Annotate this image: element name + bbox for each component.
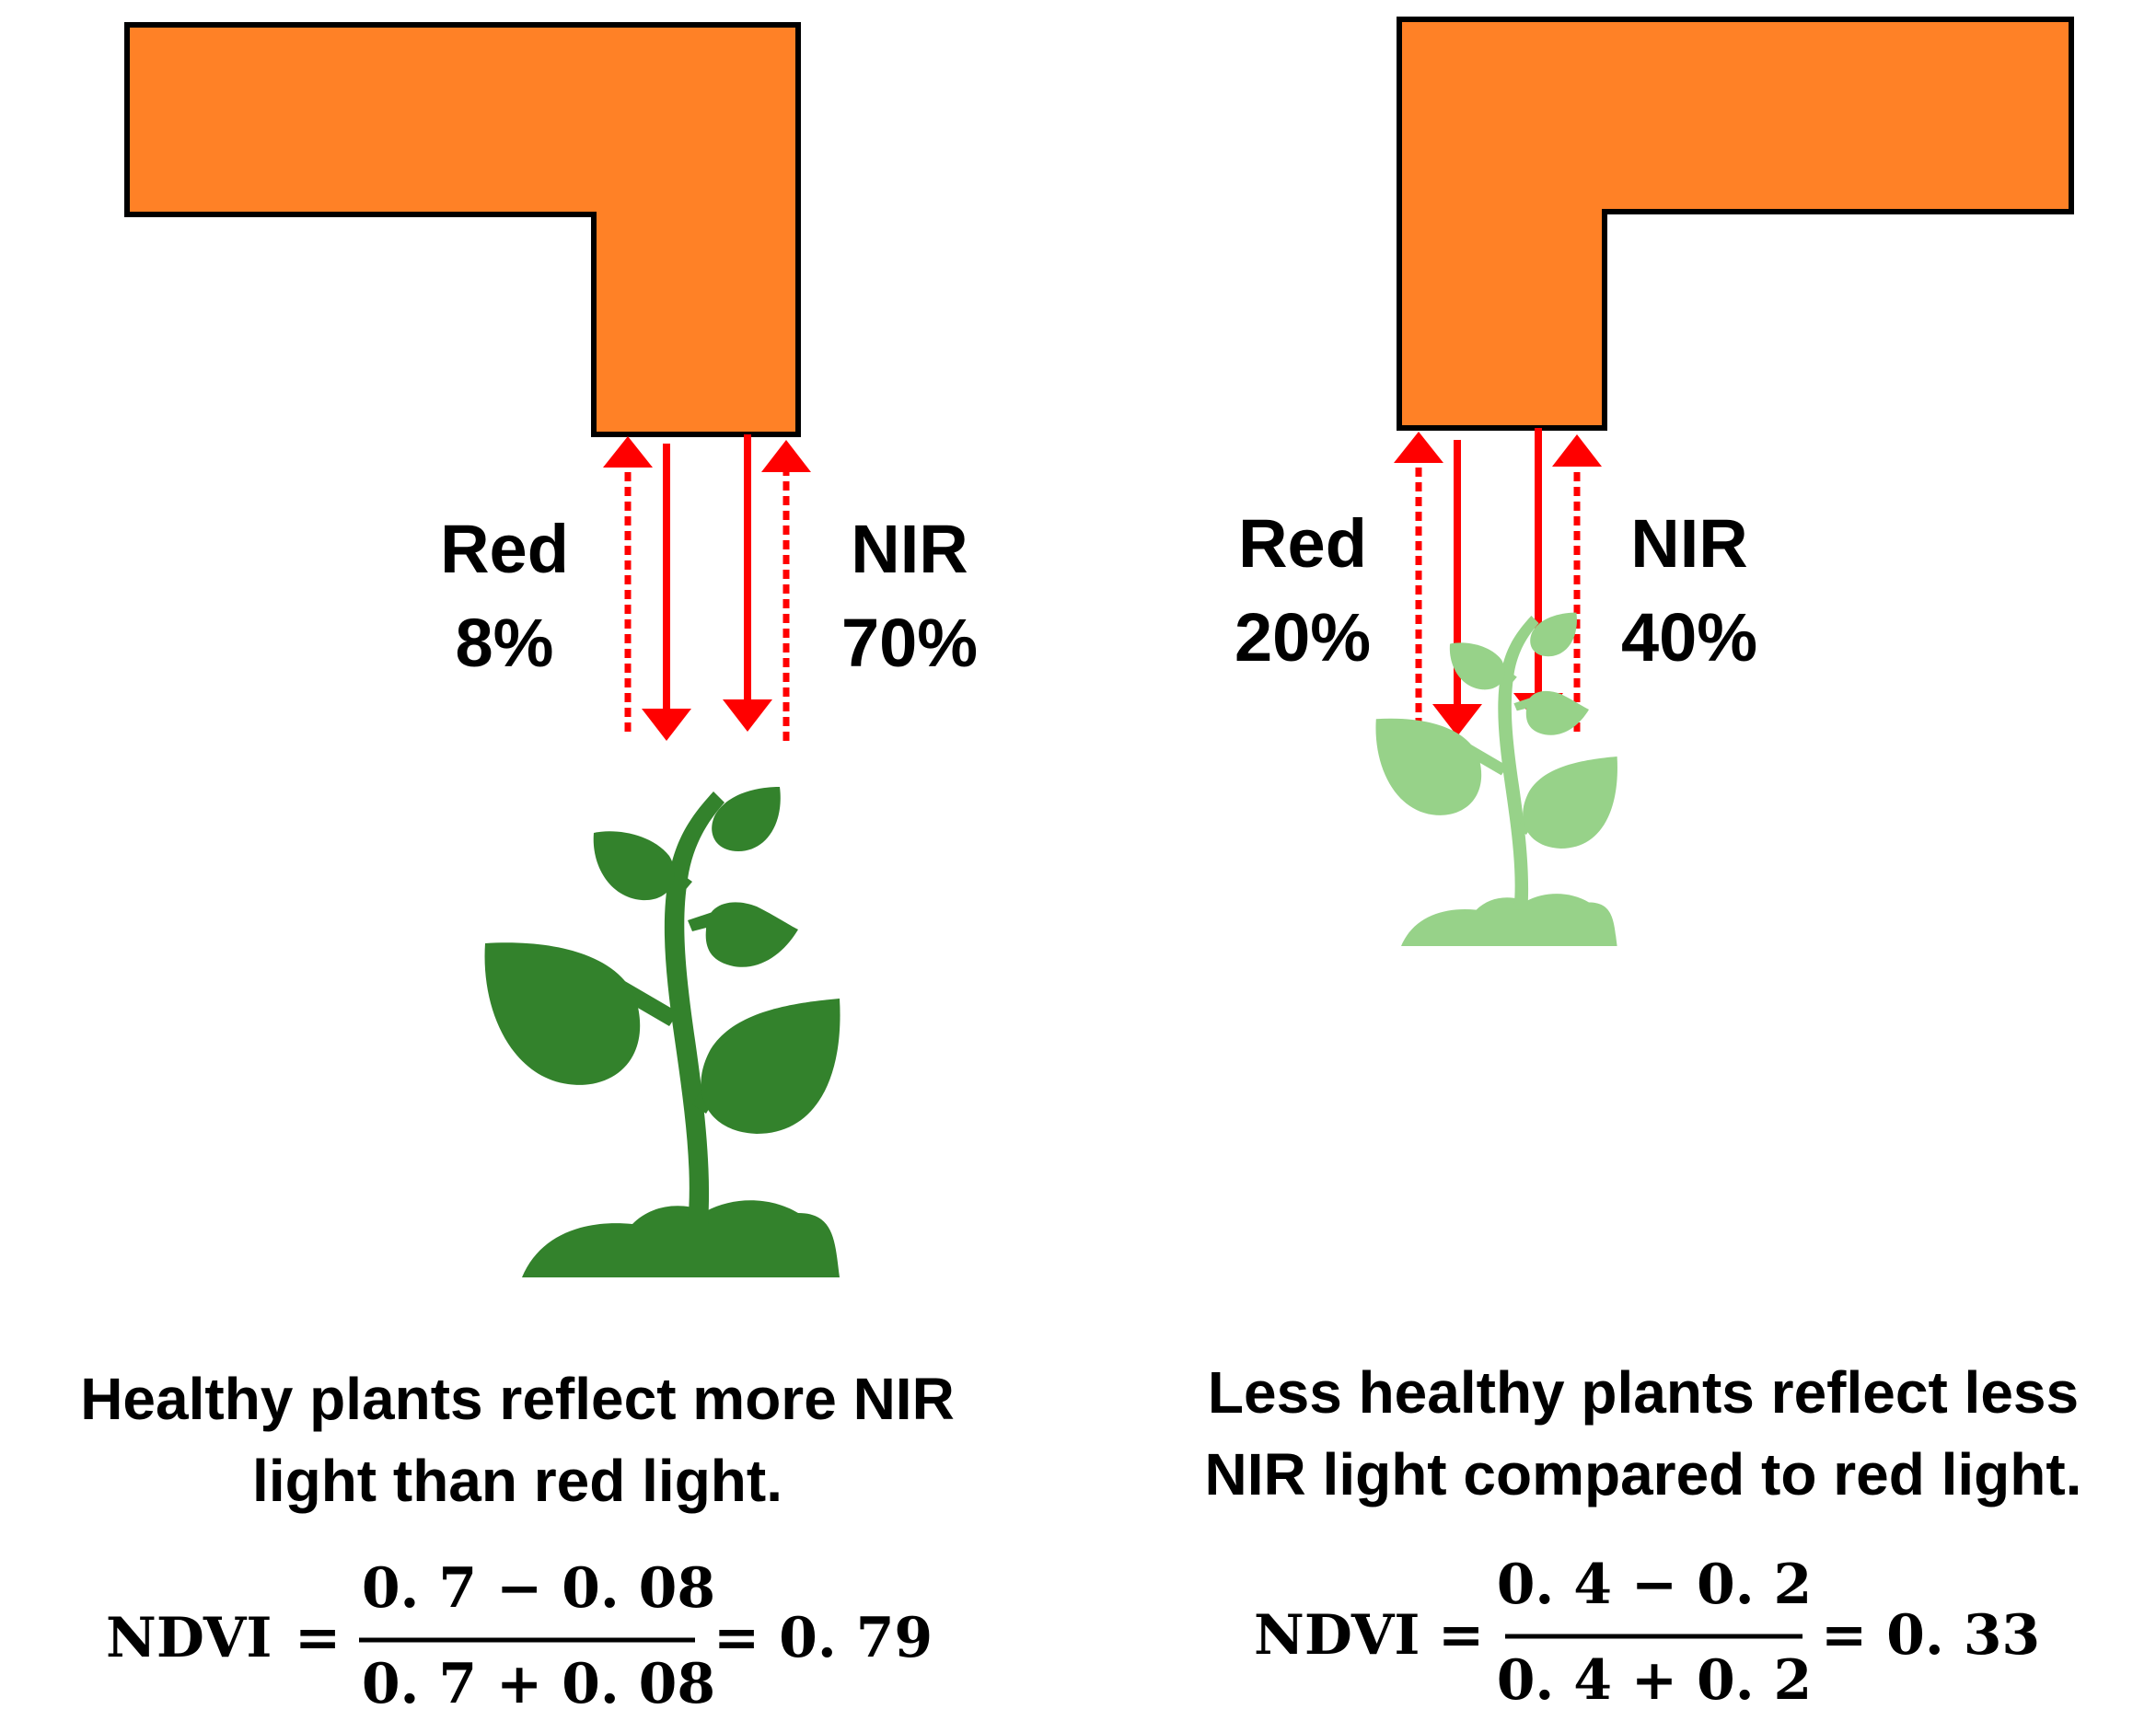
ndvi-equals-left: = xyxy=(295,1606,341,1670)
nir-reflected-arrowhead xyxy=(1552,434,1602,467)
ndvi-denominator-left: 0. 7 + 0. 08 xyxy=(362,1652,715,1716)
ndvi-equals-right: = xyxy=(1438,1603,1484,1668)
ndvi-result-right: = 0. 33 xyxy=(1821,1603,2040,1668)
ndvi-label-right: NDVI xyxy=(1254,1603,1420,1668)
ndvi-label-left: NDVI xyxy=(106,1606,272,1670)
ndvi-denominator-right: 0. 4 + 0. 2 xyxy=(1497,1648,1813,1713)
caption-right-line1: Less healthy plants reflect less xyxy=(1208,1359,2079,1426)
nir-value-left: 70% xyxy=(841,605,978,681)
red-label-right: Red xyxy=(1238,505,1367,582)
arrows-left xyxy=(603,434,811,741)
seedling-icon xyxy=(1375,612,1617,947)
nir-label-left: NIR xyxy=(851,511,968,587)
red-value-left: 8% xyxy=(456,605,554,681)
caption-right-line2: NIR light compared to red light. xyxy=(1205,1441,2082,1507)
caption-left-line2: light than red light. xyxy=(252,1448,782,1514)
nir-label-right: NIR xyxy=(1630,505,1747,582)
ndvi-result-left: = 0. 79 xyxy=(713,1606,933,1670)
red-incoming-arrowhead xyxy=(642,709,691,741)
panel-less-healthy: Red 20% NIR 40% Less healthy plants refl… xyxy=(1205,17,2082,1713)
nir-incoming-arrowhead xyxy=(723,699,772,732)
red-reflected-arrowhead xyxy=(1394,432,1443,463)
sensor-right xyxy=(1397,17,2074,431)
seedling-icon xyxy=(484,787,840,1277)
panel-healthy: Red 8% NIR 70% Healthy plants reflect mo… xyxy=(80,22,978,1716)
red-value-right: 20% xyxy=(1234,599,1371,676)
nir-value-right: 40% xyxy=(1621,599,1757,676)
ndvi-formula-left: NDVI = 0. 7 − 0. 08 0. 7 + 0. 08 = 0. 79 xyxy=(106,1556,933,1716)
ndvi-formula-right: NDVI = 0. 4 − 0. 2 0. 4 + 0. 2 = 0. 33 xyxy=(1254,1553,2040,1713)
arrows-right xyxy=(1394,428,1602,736)
ndvi-numerator-right: 0. 4 − 0. 2 xyxy=(1497,1553,1813,1617)
red-reflected-arrowhead xyxy=(603,436,653,468)
caption-left-line1: Healthy plants reflect more NIR xyxy=(80,1366,955,1432)
red-label-left: Red xyxy=(440,511,569,587)
nir-reflected-arrowhead xyxy=(761,440,811,472)
sensor-left xyxy=(124,22,801,437)
red-incoming-arrowhead xyxy=(1432,704,1482,736)
ndvi-numerator-left: 0. 7 − 0. 08 xyxy=(362,1556,715,1621)
